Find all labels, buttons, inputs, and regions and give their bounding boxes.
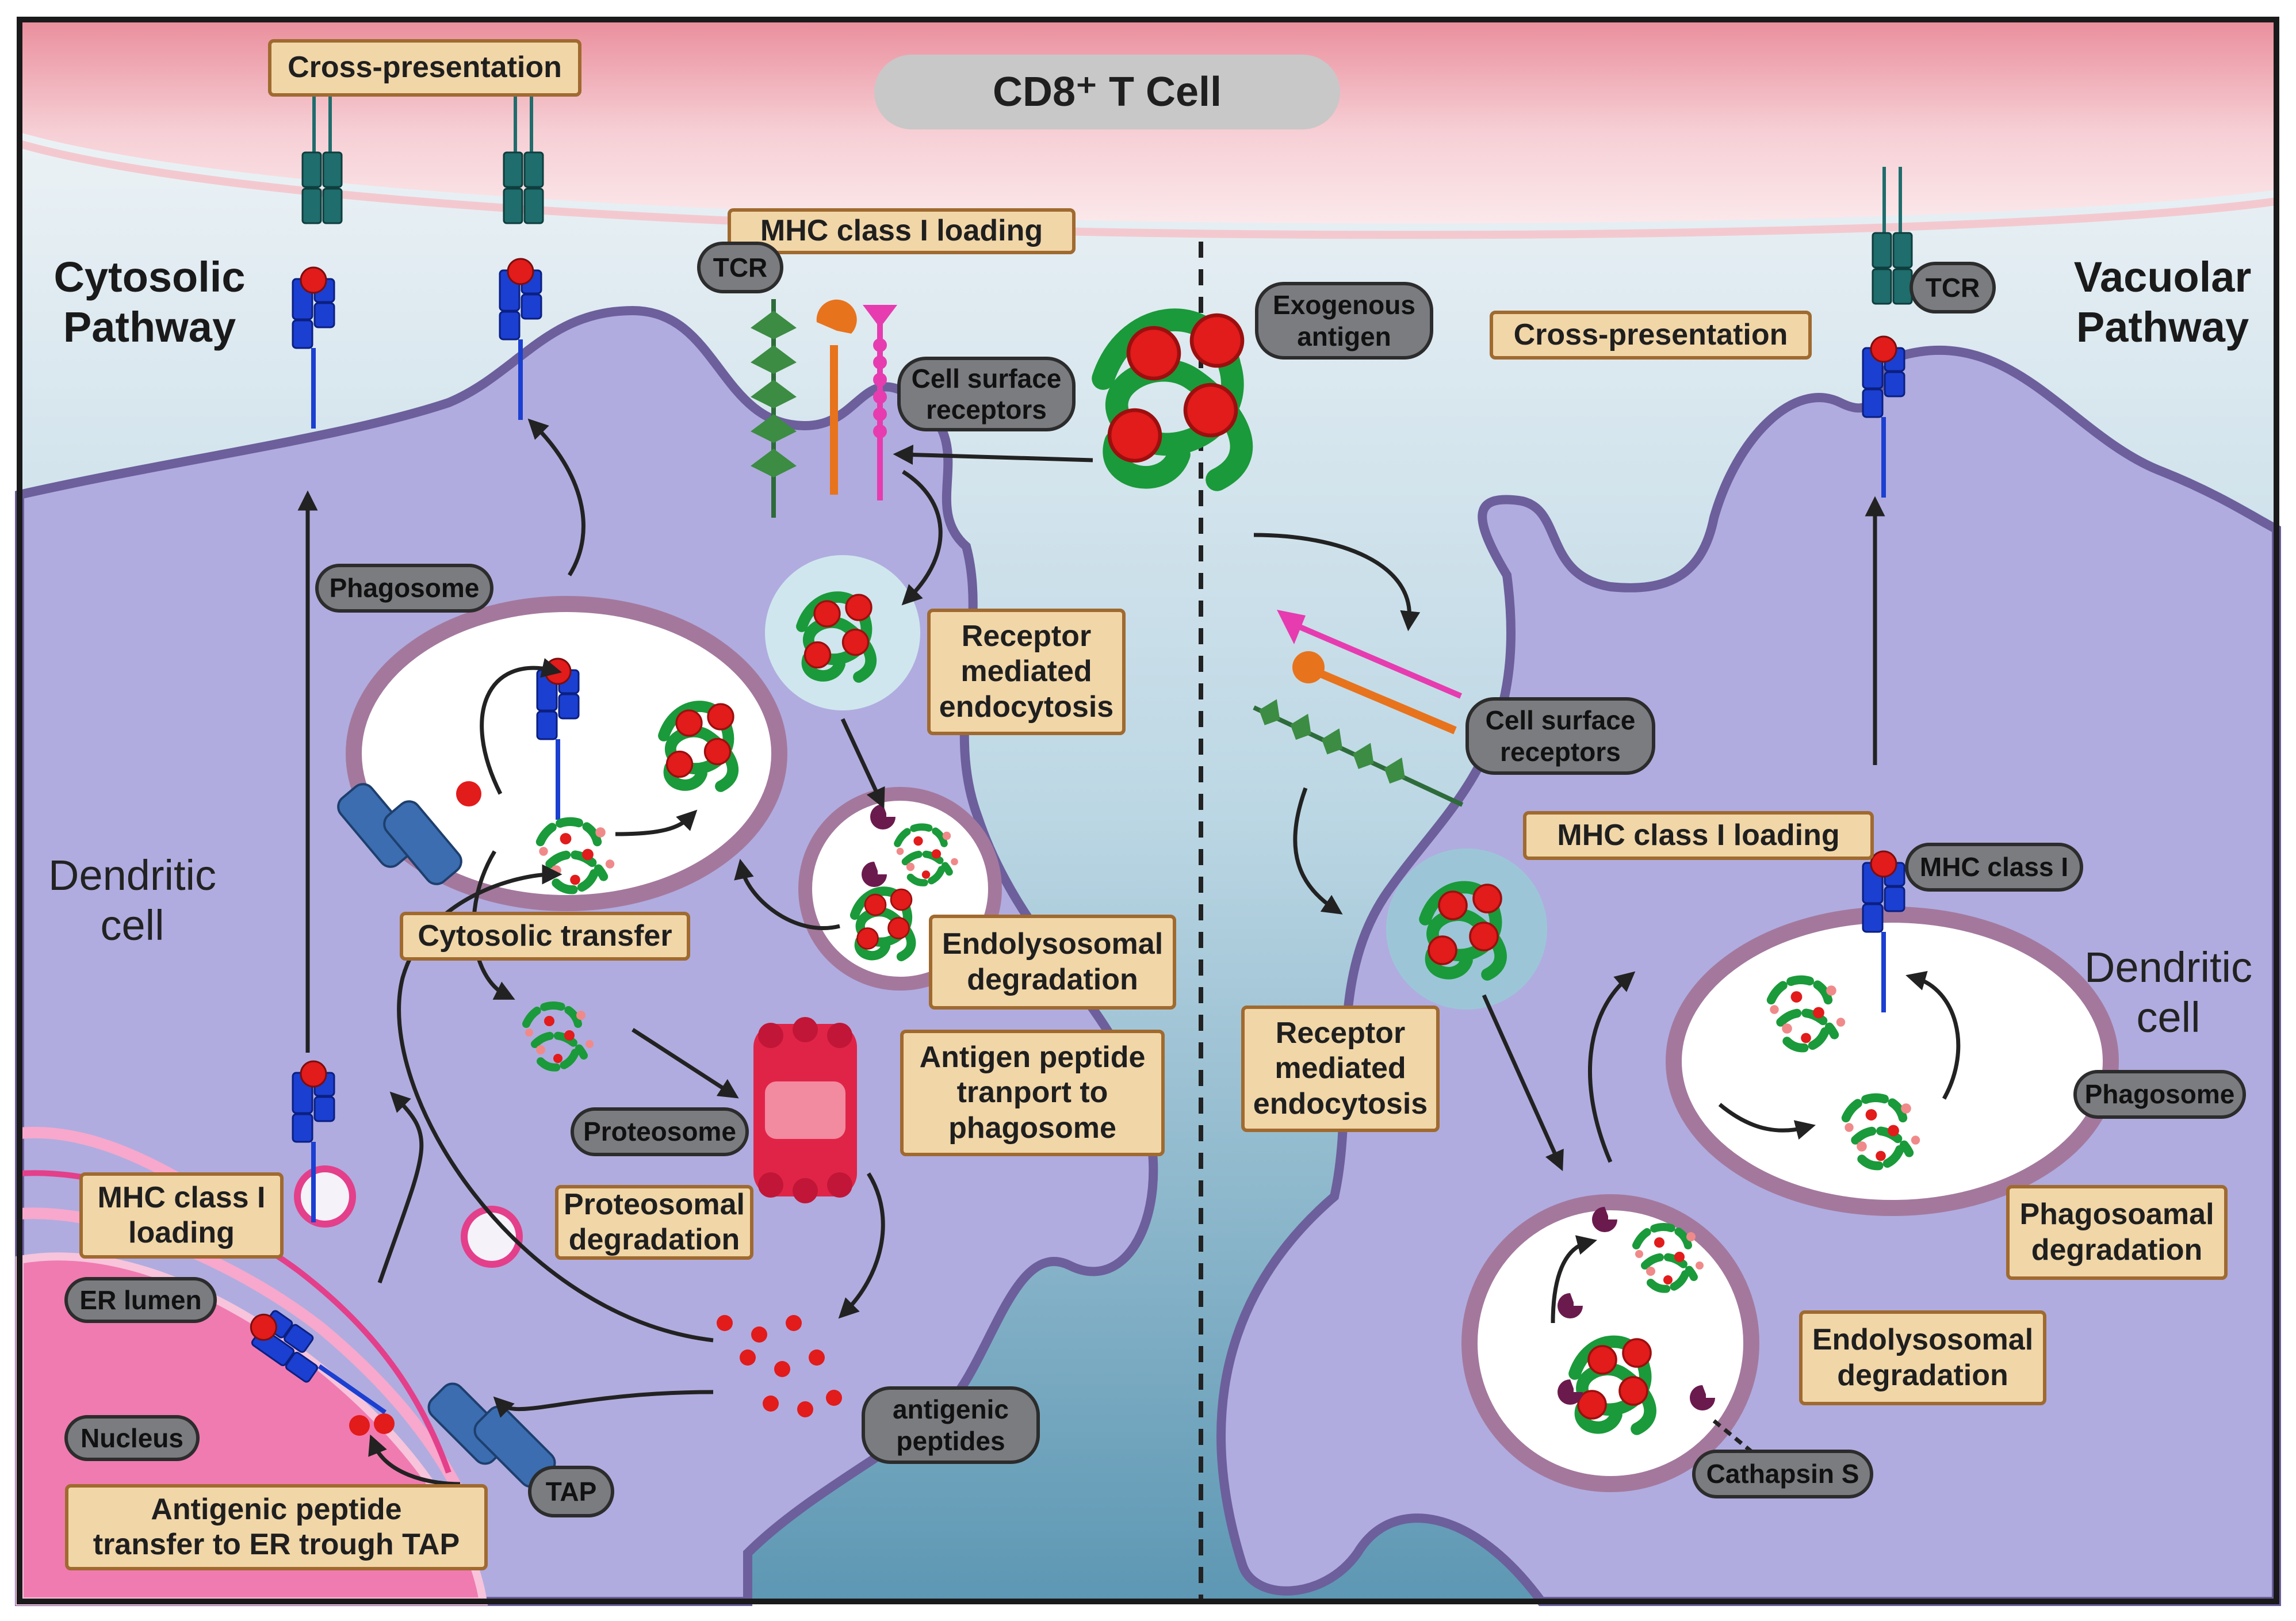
cell-surface-receptors-badge: Cell surface receptors — [897, 357, 1076, 431]
page-title: CD8⁺ T Cell — [992, 68, 1222, 115]
right-cell-label: Dendritic cell — [2084, 943, 2252, 1041]
phagosome-badge: Phagosome — [315, 564, 493, 613]
left-cell-label: Dendritic cell — [48, 851, 216, 949]
peptide-icon — [456, 781, 481, 806]
mhc-loading-label: MHC class I loading — [728, 208, 1076, 254]
left-endosome — [765, 555, 920, 710]
mhc-class-i-badge: MHC class I — [1905, 843, 2083, 892]
endolysosomal-degradation-label: Endolysosomal degradation — [929, 915, 1176, 1010]
right-endosome — [1386, 848, 1547, 1010]
antigen-peptide-transport-label: Antigen peptide tranport to phagosome — [900, 1030, 1165, 1156]
phagosomal-degradation-label: Phagosoamal degradation — [2006, 1185, 2228, 1280]
antigenic-peptides-icon — [717, 1315, 842, 1417]
proteosomal-degradation-label: Proteosomal degradation — [555, 1185, 753, 1260]
receptor-mediated-endocytosis-label: Receptor mediated endocytosis — [927, 609, 1126, 735]
arrows — [297, 418, 1961, 1486]
cross-presentation-label-right: Cross-presentation — [1490, 311, 1812, 360]
left-pathway-title: Cytosolic Pathway — [53, 253, 246, 351]
proteosome-badge: Proteosome — [571, 1107, 749, 1156]
cathepsin-badge: Cathapsin S — [1692, 1450, 1873, 1498]
peptide-transfer-label: Antigenic peptide transfer to ER trough … — [65, 1484, 488, 1570]
proteasome-icon — [753, 1017, 857, 1203]
antigenic-peptides-badge: antigenic peptides — [862, 1386, 1040, 1464]
endolysosomal-degradation-label-right: Endolysosomal degradation — [1799, 1310, 2046, 1405]
right-pathway-title: Vacuolar Pathway — [2073, 253, 2252, 351]
mhc-class-i-loading-label: MHC class I loading — [79, 1172, 284, 1259]
cell-surface-receptor-icon — [751, 299, 897, 518]
exogenous-antigen-badge: Exogenous antigen — [1255, 282, 1433, 360]
er-lumen-badge: ER lumen — [64, 1277, 217, 1323]
peptide-icon — [374, 1413, 395, 1434]
tcr-badge-right: TCR — [1909, 262, 1996, 314]
tcr-badge: TCR — [697, 242, 783, 293]
er-vesicle — [294, 1165, 356, 1228]
mhc-class-i-loading-label-right: MHC class I loading — [1523, 811, 1874, 860]
tap-channel-icon — [337, 783, 462, 885]
receptor-mediated-endocytosis-label-right: Receptor mediated endocytosis — [1241, 1006, 1440, 1132]
title-badge: CD8⁺ T Cell — [874, 55, 1340, 129]
er-vesicle — [461, 1206, 523, 1268]
peptide-icon — [349, 1415, 370, 1436]
cell-surface-receptor-icon — [1253, 610, 1464, 807]
phagosome-badge-right: Phagosome — [2073, 1070, 2246, 1119]
cytosolic-transfer-label: Cytosolic transfer — [400, 912, 690, 961]
cell-surface-receptors-badge-right: Cell surface receptors — [1465, 697, 1655, 775]
tap-badge: TAP — [528, 1466, 614, 1517]
nucleus-badge: Nucleus — [64, 1415, 200, 1461]
cross-presentation-label: Cross-presentation — [268, 39, 581, 97]
